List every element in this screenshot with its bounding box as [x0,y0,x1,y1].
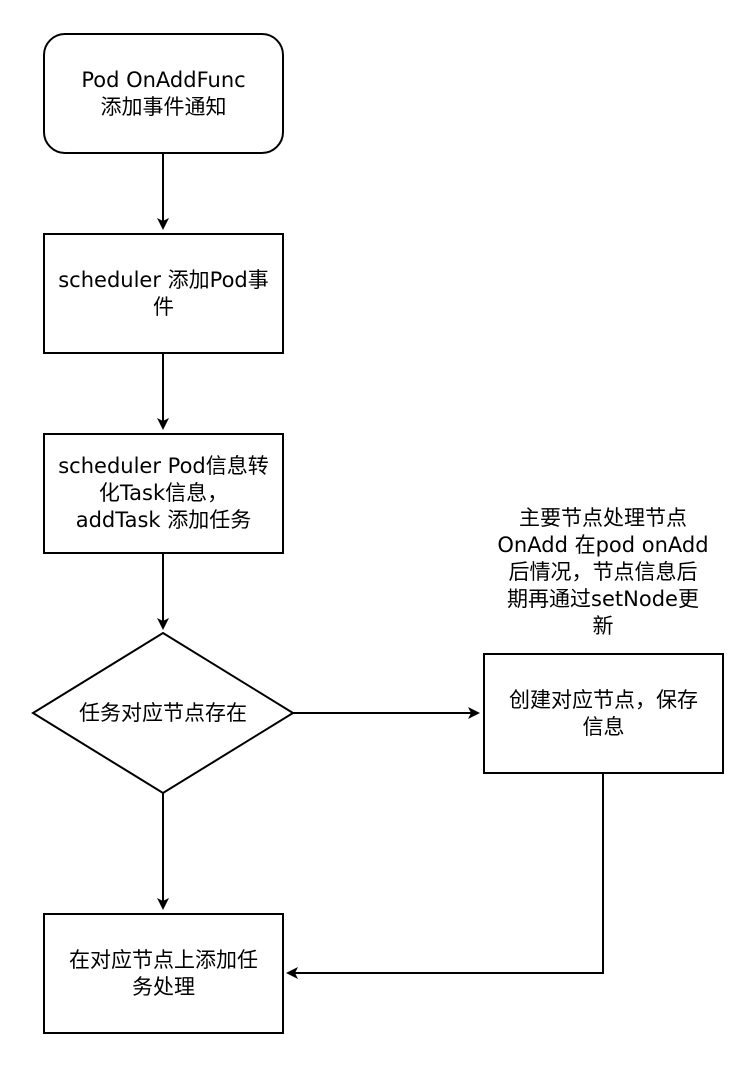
annotation-text: 主要节点处理节点 OnAdd 在pod onAdd 后情况，节点信息后 期再通过… [497,506,709,638]
convert-task-label: scheduler Pod信息转 化Task信息， addTask 添加任务 [58,454,269,532]
create-node-node: 创建对应节点，保存 信息 [483,653,724,774]
add-pod-event-label: scheduler 添加Pod事 件 [58,267,269,319]
arrow-create-node-to-add-task [286,773,604,979]
decision-label: 任务对应节点存在 [79,700,247,725]
add-task-on-node-label: 在对应节点上添加任 务处理 [69,947,258,999]
start-node-label: Pod OnAddFunc 添加事件通知 [81,67,246,119]
add-task-on-node-node: 在对应节点上添加任 务处理 [43,913,284,1034]
decision-diamond [31,631,295,795]
create-node-label: 创建对应节点，保存 信息 [509,687,698,739]
start-node: Pod OnAddFunc 添加事件通知 [43,33,284,154]
convert-task-node: scheduler Pod信息转 化Task信息， addTask 添加任务 [43,433,284,554]
add-pod-event-node: scheduler 添加Pod事 件 [43,233,284,354]
